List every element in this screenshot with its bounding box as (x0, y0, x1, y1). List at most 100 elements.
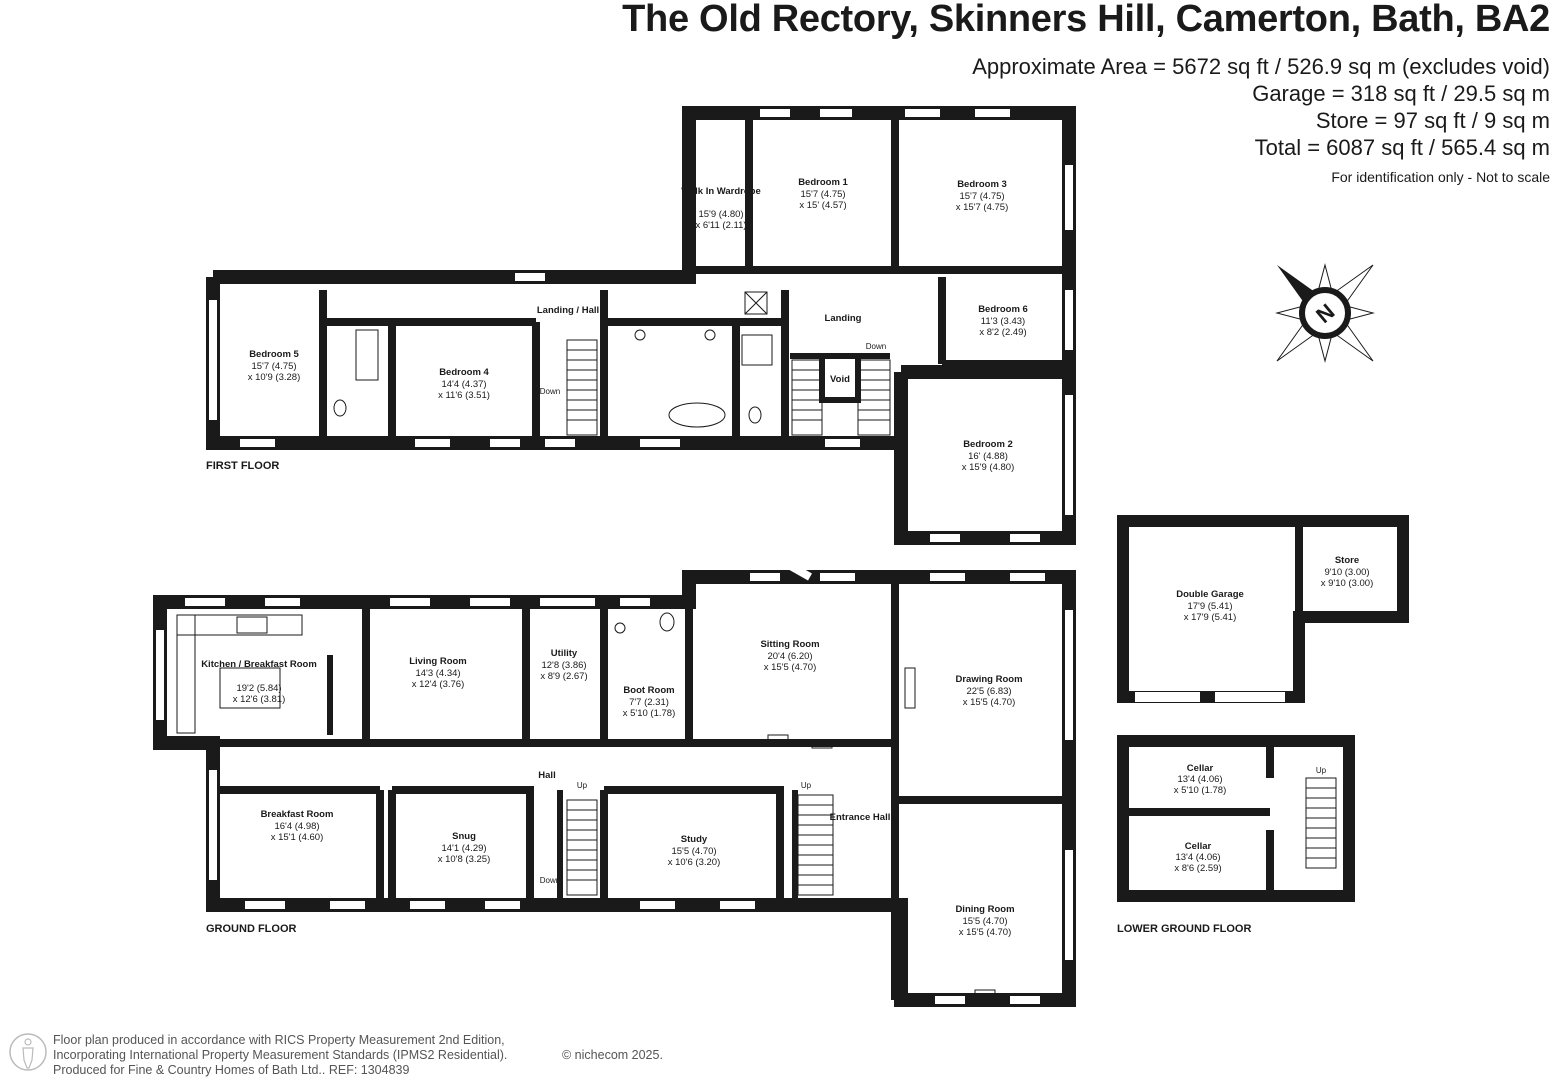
store-dim1: 9'10 (3.00) (1324, 567, 1369, 578)
boot-room-label: Boot Room (623, 685, 674, 696)
footer-line3: Produced for Fine & Country Homes of Bat… (53, 1063, 410, 1077)
scale-note: For identification only - Not to scale (1331, 169, 1550, 185)
living-room-dim1: 14'3 (4.34) (415, 668, 460, 679)
stair-up-label: Up (801, 781, 812, 790)
first-floor-windows (209, 109, 1073, 542)
utility-label: Utility (551, 648, 578, 659)
stair-down-label: Down (540, 876, 560, 885)
bedroom2-dim2: x 15'9 (4.80) (962, 462, 1015, 473)
stair-up-label: Up (1316, 766, 1327, 775)
bedroom1-label: Bedroom 1 (798, 177, 848, 188)
garage-dim1: 17'9 (5.41) (1187, 601, 1232, 612)
floor-headings: FIRST FLOOR GROUND FLOOR LOWER GROUND FL… (206, 460, 1251, 935)
cellar2-dim1: 13'4 (4.06) (1175, 852, 1220, 863)
garage-block (1117, 515, 1409, 703)
kitchen-dim2: x 12'6 (3.81) (233, 694, 286, 705)
cellar1-label: Cellar (1187, 763, 1214, 774)
first-floor-heading: FIRST FLOOR (206, 460, 279, 472)
footer-line2: Incorporating International Property Mea… (53, 1048, 508, 1062)
bedroom3-label: Bedroom 3 (957, 179, 1007, 190)
bedroom1-dim1: 15'7 (4.75) (800, 189, 845, 200)
breakfast-room-dim2: x 15'1 (4.60) (271, 832, 324, 843)
drawing-room-dim2: x 15'5 (4.70) (963, 697, 1016, 708)
approx-area: Approximate Area = 5672 sq ft / 526.9 sq… (972, 54, 1550, 79)
bedroom4-label: Bedroom 4 (439, 367, 489, 378)
bedroom2-dim1: 16' (4.88) (968, 451, 1008, 462)
stair-up-label: Up (577, 781, 588, 790)
snug-label: Snug (452, 831, 476, 842)
dining-room-dim2: x 15'5 (4.70) (959, 927, 1012, 938)
garage-dim2: x 17'9 (5.41) (1184, 612, 1237, 623)
bedroom6-label: Bedroom 6 (978, 304, 1028, 315)
cellar2-label: Cellar (1185, 841, 1212, 852)
bedroom5-dim1: 15'7 (4.75) (251, 361, 296, 372)
landing-label: Landing (825, 313, 862, 324)
kitchen-dim1: 19'2 (5.84) (236, 683, 281, 694)
bedroom4-dim1: 14'4 (4.37) (441, 379, 486, 390)
sitting-room-dim1: 20'4 (6.20) (767, 651, 812, 662)
living-room-dim2: x 12'4 (3.76) (412, 679, 465, 690)
bedroom5-label: Bedroom 5 (249, 349, 299, 360)
bedroom3-dim2: x 15'7 (4.75) (956, 202, 1009, 213)
total-area: Total = 6087 sq ft / 565.4 sq m (1254, 135, 1550, 160)
plan-title: The Old Rectory, Skinners Hill, Camerton… (622, 0, 1550, 40)
utility-dim1: 12'8 (3.86) (541, 660, 586, 671)
landing-hall-label: Landing / Hall (537, 305, 599, 316)
ground-floor (153, 570, 1076, 1007)
bedroom1-dim2: x 15' (4.57) (799, 200, 846, 211)
bedroom2-label: Bedroom 2 (963, 439, 1013, 450)
person-outline-icon (9, 1033, 47, 1071)
sitting-room-label: Sitting Room (760, 639, 819, 650)
cellar1-dim2: x 5'10 (1.78) (1174, 785, 1227, 796)
store-label: Store (1335, 555, 1359, 566)
garage-area: Garage = 318 sq ft / 29.5 sq m (1252, 81, 1550, 106)
snug-dim2: x 10'8 (3.25) (438, 854, 491, 865)
study-label: Study (681, 834, 708, 845)
study-dim1: 15'5 (4.70) (671, 846, 716, 857)
bedroom5-dim2: x 10'9 (3.28) (248, 372, 301, 383)
dining-room-dim1: 15'5 (4.70) (962, 916, 1007, 927)
utility-dim2: x 8'9 (2.67) (540, 671, 587, 682)
drawing-room-label: Drawing Room (955, 674, 1022, 685)
store-dim2: x 9'10 (3.00) (1321, 578, 1374, 589)
entrance-hall-label: Entrance Hall (830, 812, 891, 823)
garage-label: Double Garage (1176, 589, 1244, 600)
first-floor-fixtures (333, 329, 773, 428)
snug-dim1: 14'1 (4.29) (441, 843, 486, 854)
stair-down-label: Down (540, 387, 560, 396)
void-label: Void (830, 374, 850, 385)
walk-in-wardrobe-dim1: 15'9 (4.80) (698, 209, 743, 220)
bedroom4-dim2: x 11'6 (3.51) (438, 390, 490, 401)
bedroom6-dim2: x 8'2 (2.49) (979, 327, 1026, 338)
room-labels: Walk In Wardrobe 15'9 (4.80) x 6'11 (2.1… (201, 177, 1373, 938)
bedroom6-dim1: 11'3 (3.43) (981, 316, 1025, 327)
breakfast-room-label: Breakfast Room (261, 809, 334, 820)
dining-room-label: Dining Room (955, 904, 1014, 915)
footer-copyright: © nichecom 2025. (562, 1048, 663, 1062)
compass-rose-icon (1275, 263, 1375, 363)
kitchen-fixtures (176, 612, 996, 999)
cellar-stairs (1305, 777, 1337, 869)
boot-room-dim1: 7'7 (2.31) (629, 697, 669, 708)
stair-labels: Down Down Up Up Down Up (540, 342, 1327, 885)
sitting-room-dim2: x 15'5 (4.70) (764, 662, 817, 673)
store-area: Store = 97 sq ft / 9 sq m (1315, 108, 1550, 133)
ground-floor-stairs (566, 794, 834, 896)
first-floor-stairs (566, 291, 891, 436)
living-room-label: Living Room (409, 656, 467, 667)
walk-in-wardrobe-dim2: x 6'11 (2.11) (695, 220, 746, 231)
footer-line1: Floor plan produced in accordance with R… (53, 1033, 505, 1047)
cellar2-dim2: x 8'6 (2.59) (1174, 863, 1221, 874)
study-dim2: x 10'6 (3.20) (668, 857, 721, 868)
bedroom3-dim1: 15'7 (4.75) (959, 191, 1004, 202)
breakfast-room-dim1: 16'4 (4.98) (274, 821, 319, 832)
hall-label: Hall (538, 770, 555, 781)
kitchen-label: Kitchen / Breakfast Room (201, 659, 317, 670)
first-floor (206, 106, 1076, 545)
cellar1-dim1: 13'4 (4.06) (1177, 774, 1222, 785)
ground-floor-windows (156, 556, 1073, 1004)
drawing-room-dim1: 22'5 (6.83) (966, 686, 1011, 697)
lower-ground-floor (1117, 735, 1355, 902)
ground-floor-heading: GROUND FLOOR (206, 923, 296, 935)
